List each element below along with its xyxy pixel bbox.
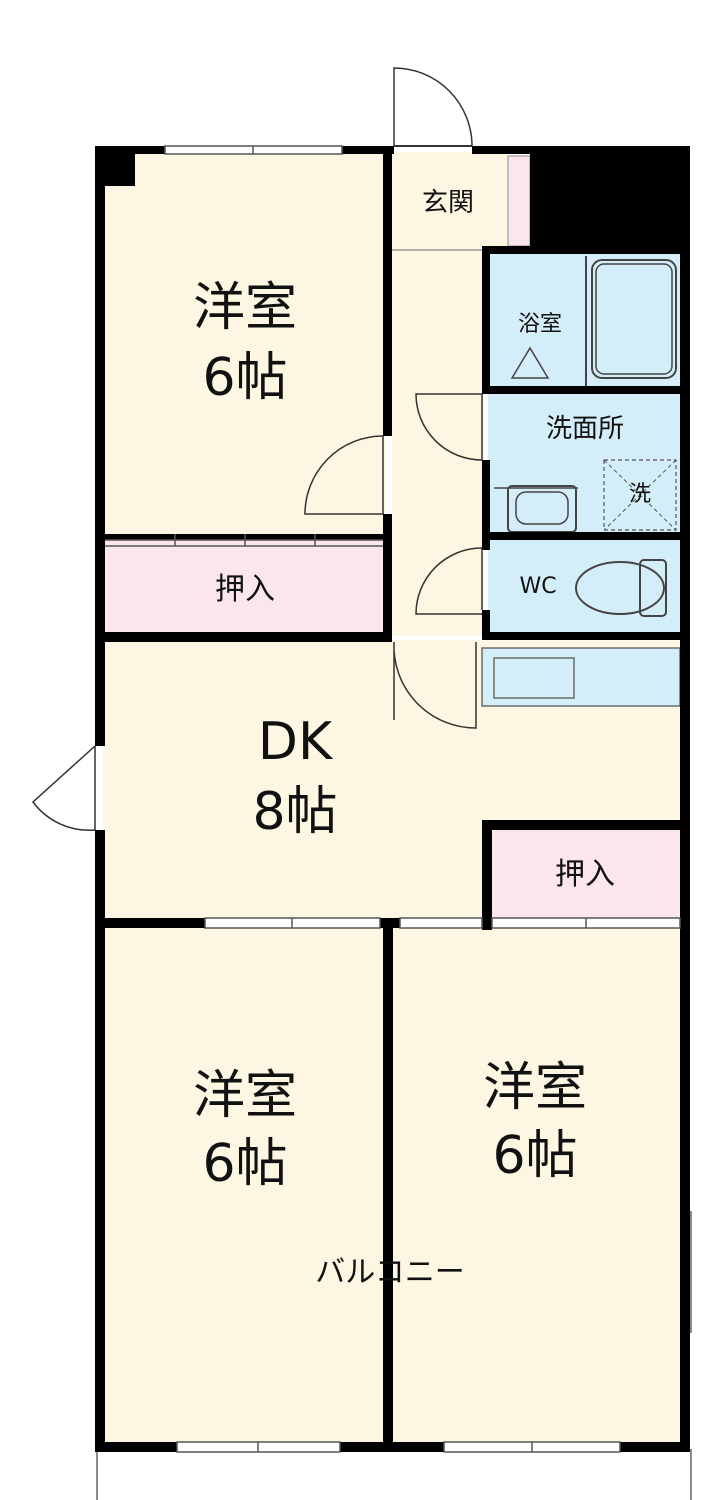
wall-top-mid [342,146,394,154]
balcony-area [96,1449,692,1500]
wall-rooms-top-3 [482,918,492,928]
wall-rooms-divider [383,918,393,1450]
entrance-fill [392,152,508,250]
wc-label: WC [519,574,557,599]
washbasin [507,485,577,533]
side-door-swing [31,745,96,831]
room-size-western-top-left: 6帖 [202,348,288,408]
wall-closet-top [95,534,392,540]
shoe-closet [507,155,531,247]
room-size-dk: 8帖 [252,782,338,842]
wall-entrance-top [472,146,532,154]
wall-wet-left-2 [482,460,490,550]
toilet-tank [639,559,667,617]
western-room-bottom-left-fill [103,926,385,1442]
wall-closet-right-left [482,820,492,930]
washer-diag-2 [603,459,677,531]
wall-left [95,146,105,746]
washroom-door-swing [415,393,483,461]
room-size-western-bottom-right: 6帖 [492,1126,578,1186]
room-label-western-bottom-right: 洋室 [482,1058,587,1118]
western-room-top-left [103,152,385,534]
room-label-western-bottom-left: 洋室 [192,1066,297,1126]
room-size-western-bottom-left: 6帖 [202,1134,288,1194]
wall-wet-left-3 [482,610,490,640]
windows [164,145,681,1453]
wall-dk-top [95,632,392,642]
room1-door-swing [304,435,384,515]
bathtub [591,259,677,379]
bath-label: 浴室 [517,312,562,337]
western-room-bottom-right-fill [392,926,684,1442]
entrance-door-swing [393,67,473,147]
door-swings [31,67,483,831]
bathtub-rim [595,263,673,375]
wall-closet-right-top [482,820,690,830]
room-label-western-top-left: 洋室 [192,278,297,338]
wc-door-swing [415,547,483,615]
wall-right-block [530,146,690,254]
wall-wet-left [482,246,490,394]
wall-room1-right-2 [383,514,392,638]
wall-rooms-top [95,918,205,928]
closet-right-fill [490,828,682,920]
washer-space [603,459,677,531]
toilet-bowl [575,561,665,615]
wall-wash-bottom [482,532,690,540]
wall-wc-bottom [482,632,690,640]
closet-right-label: 押入 [555,857,615,892]
wall-bottom-3 [620,1442,690,1452]
closet-left-label: 押入 [215,572,275,607]
bath-drain-triangle [510,346,550,379]
washroom-label: 洗面所 [545,414,624,444]
kitchen-sink [493,657,575,699]
washer-label: 洗 [628,482,651,507]
window-rooms-2 [399,917,483,929]
wall-bottom-1 [95,1442,177,1452]
walls [95,146,690,1452]
closet-left-fill [103,540,385,632]
wall-bottom-2 [340,1442,444,1452]
entrance-label: 玄関 [421,188,474,218]
balcony-label: バルコニー [315,1255,465,1290]
wall-left-lower [95,830,105,1450]
dk-door-swing [393,641,477,729]
wall-right [680,146,690,1450]
wall-bath-top [482,246,690,254]
wall-room1-right [383,146,392,436]
room-label-dk: DK [257,712,333,772]
closet-left-doors [105,534,383,547]
washbasin-bowl [515,491,569,525]
wall-bath-bottom [482,386,690,394]
